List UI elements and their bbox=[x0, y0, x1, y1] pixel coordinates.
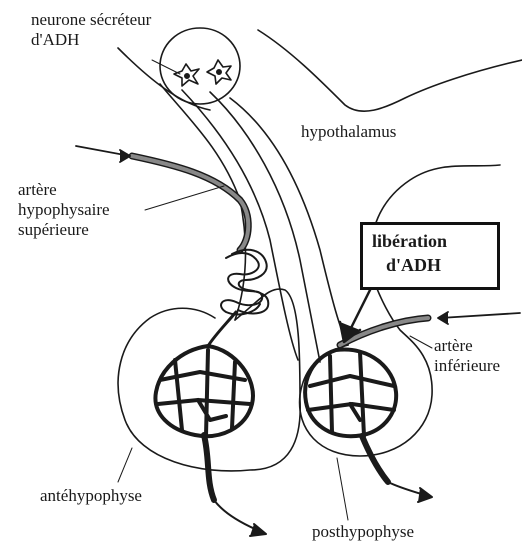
posterior-pointer-line bbox=[337, 458, 348, 520]
posterior-pituitary-label: posthypophyse bbox=[312, 522, 414, 542]
lower-artery-label: artère inférieure bbox=[434, 336, 500, 376]
release-label: libération d'ADH bbox=[372, 229, 447, 277]
hypothalamus-label: hypothalamus bbox=[301, 122, 396, 142]
anterior-pituitary-label: antéhypophyse bbox=[40, 486, 142, 506]
upper-artery-label: artère hypophysaire supérieure bbox=[18, 180, 110, 240]
anterior-pointer-line bbox=[118, 448, 132, 482]
release-label-line-1: libération bbox=[372, 229, 447, 253]
inflow-arrow-lower bbox=[438, 312, 520, 324]
upper-artery-label-line-2: hypophysaire bbox=[18, 200, 110, 220]
outflow-arrow-anterior bbox=[214, 500, 266, 536]
outflow-arrow-posterior bbox=[388, 482, 432, 502]
anterior-capillary-network bbox=[155, 346, 253, 500]
upper-artery-pointer bbox=[145, 186, 224, 210]
lower-artery-label-line-1: artère bbox=[434, 336, 500, 356]
neuron-label: neurone sécréteur d'ADH bbox=[31, 10, 151, 50]
lower-artery-label-line-2: inférieure bbox=[434, 356, 500, 376]
neuron-pointer-line bbox=[152, 60, 180, 74]
inflow-arrow-upper bbox=[76, 146, 130, 162]
neuron-cell-left bbox=[174, 64, 199, 86]
hypothalamus-outline bbox=[258, 30, 522, 111]
neuron-label-line-1: neurone sécréteur bbox=[31, 10, 151, 30]
neuron-label-line-2: d'ADH bbox=[31, 30, 151, 50]
release-label-line-2: d'ADH bbox=[372, 253, 447, 277]
neuron-cell-right bbox=[207, 60, 231, 84]
upper-artery-label-line-3: supérieure bbox=[18, 220, 110, 240]
brain-fold bbox=[118, 48, 210, 110]
upper-artery-label-line-1: artère bbox=[18, 180, 110, 200]
posterior-capillary-network bbox=[305, 350, 396, 482]
